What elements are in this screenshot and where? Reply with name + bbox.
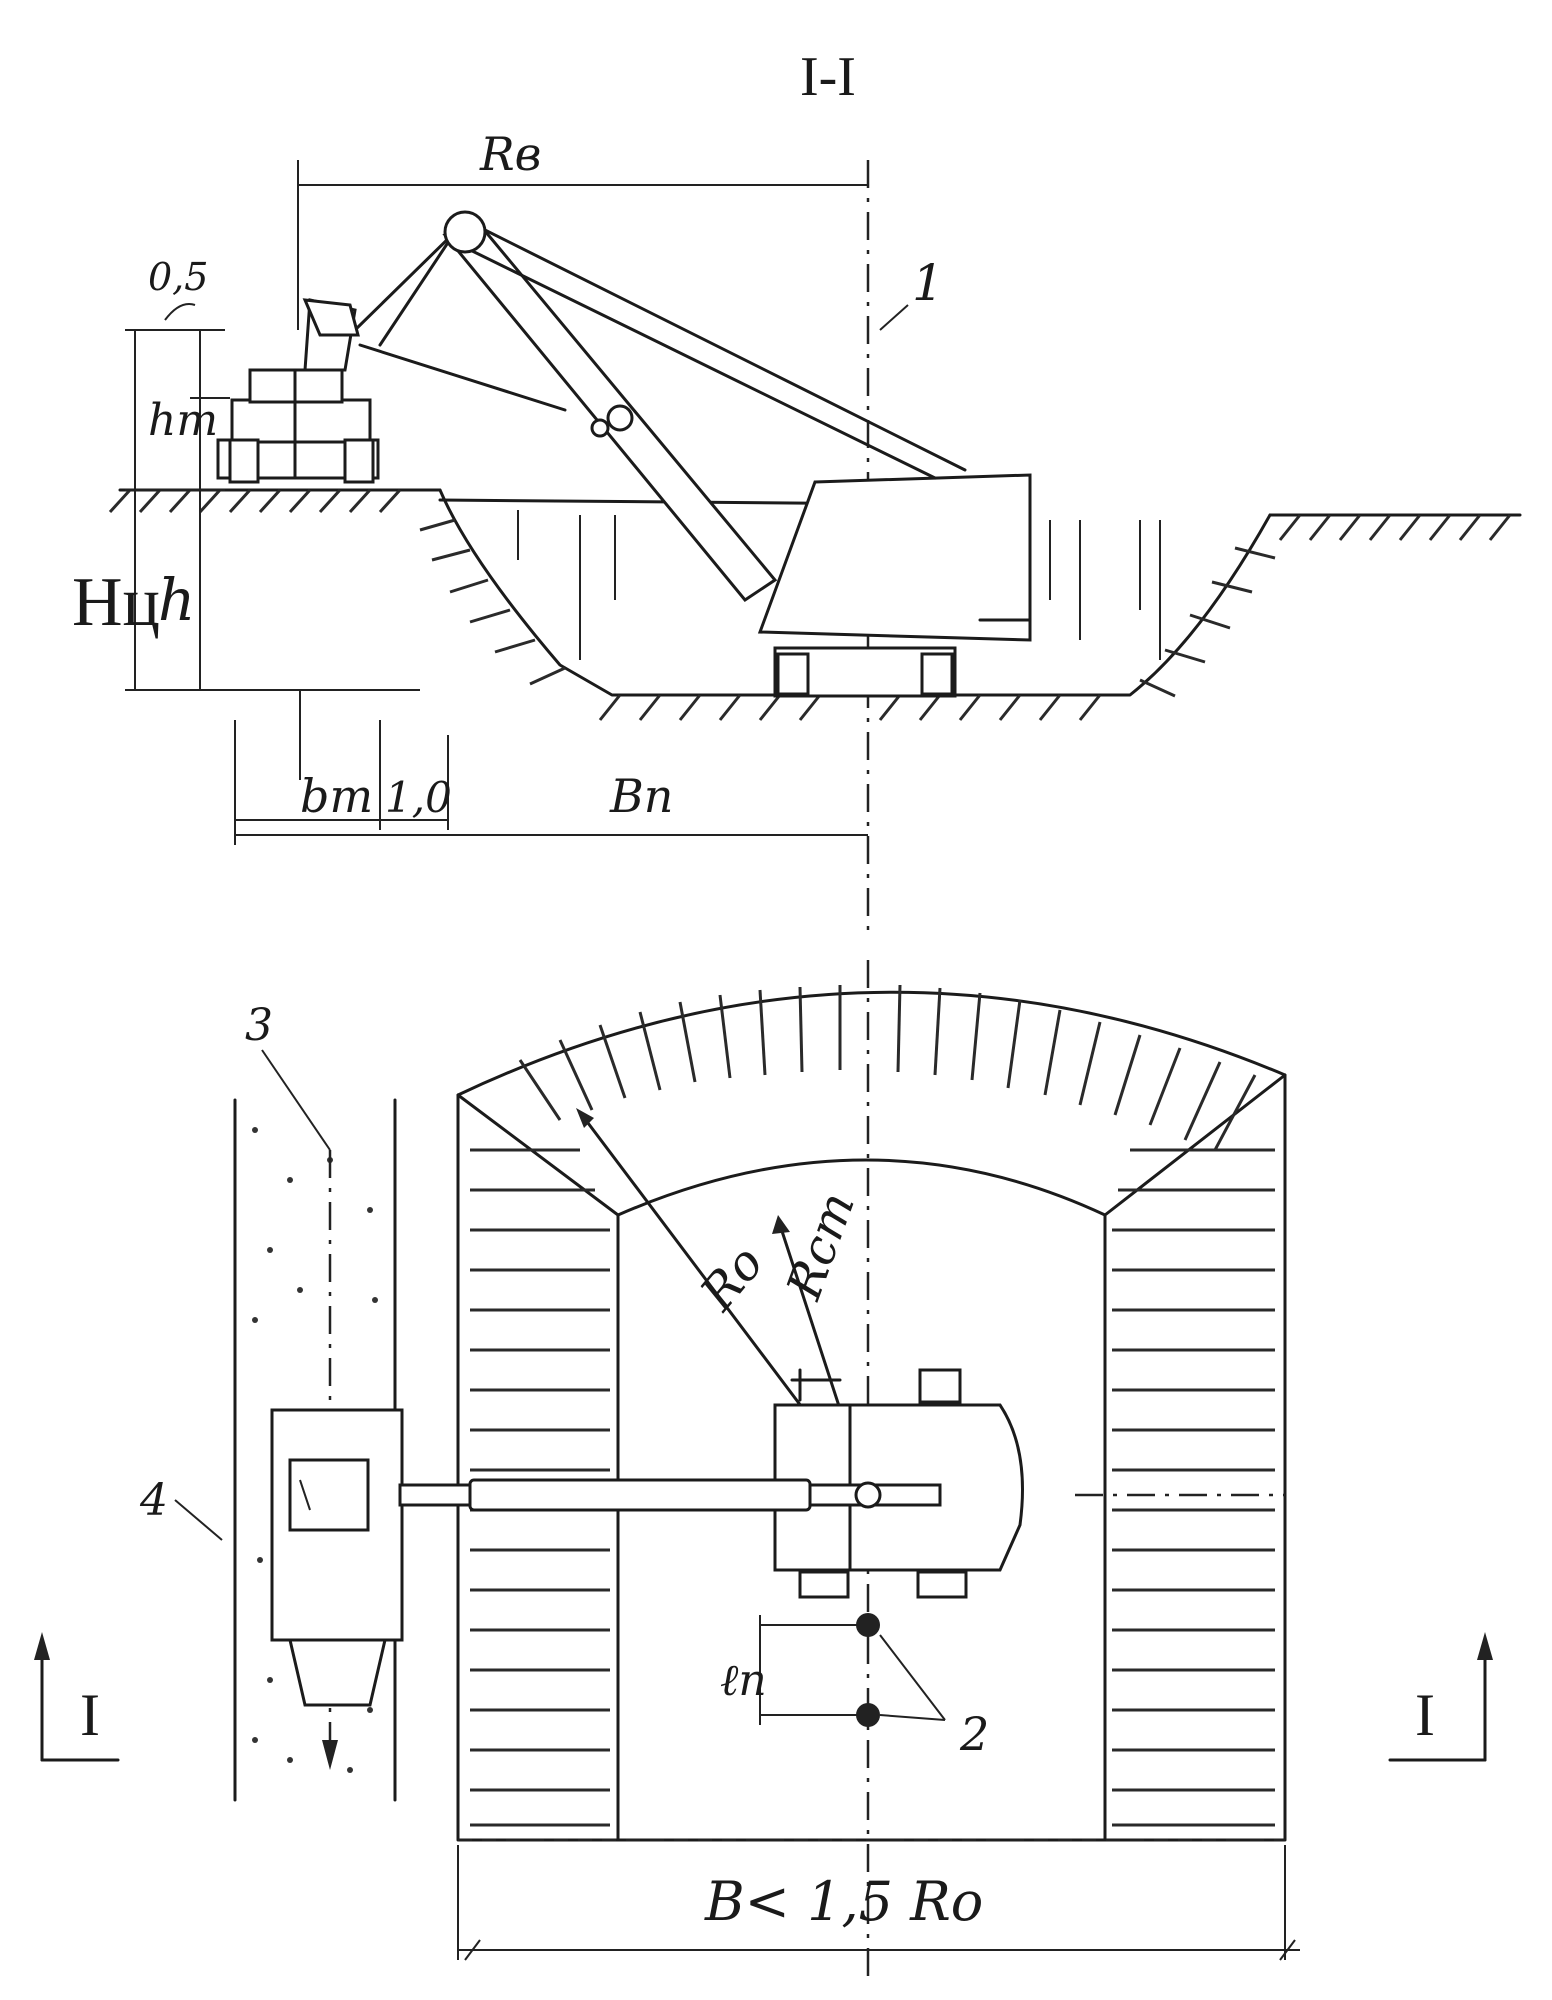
width-dim	[457, 1845, 1300, 1961]
callout-4-leader	[174, 1499, 223, 1541]
section-mark-left-label: I	[80, 1682, 100, 1748]
callout-3-label: 3	[245, 1000, 273, 1051]
left-vertical-dims	[125, 303, 420, 691]
ground-left	[108, 488, 442, 514]
callout-1-leader	[879, 304, 909, 331]
callout-2-label: 2	[959, 1707, 989, 1761]
section-mark-left	[34, 1632, 120, 1762]
callout-1-label: 1	[912, 254, 944, 312]
dim-boom-reach-label: Rв	[479, 127, 541, 181]
callout-4-label: 4	[139, 1475, 168, 1526]
ground-right	[1268, 513, 1522, 541]
dim-clearance-top-label: 0,5	[148, 255, 208, 299]
dim-gap-label: 1,0	[385, 773, 452, 822]
excavator-plan	[398, 1368, 1024, 1599]
section-title: I-I	[800, 46, 856, 108]
section-view: I-I 1 Rв	[72, 46, 1522, 940]
dim-total-depth-label: Hц	[72, 564, 160, 641]
radius-max-label: Ro	[689, 1235, 774, 1322]
width-condition-label: B< 1,5 Ro	[704, 1870, 983, 1933]
dim-cut-depth-label: h	[158, 566, 195, 634]
step-length-label: ℓп	[720, 1655, 767, 1706]
arc-hatch	[518, 984, 1257, 1151]
left-wall-hatch	[470, 1148, 610, 1827]
section-mark-right	[1388, 1632, 1493, 1762]
section-mark-right-label: I	[1415, 1682, 1435, 1748]
dump-truck-plan	[270, 1408, 404, 1707]
dim-truck-height-label: hт	[148, 395, 218, 446]
radius-parking-label: Rст	[776, 1185, 866, 1307]
dim-truck-width-label: bт	[300, 769, 373, 823]
face-outline	[456, 990, 1287, 1842]
excavator-stops	[759, 1613, 946, 1727]
bottom-horizontal-dims	[234, 690, 868, 845]
callout-3-leader	[261, 1049, 331, 1151]
plan-view: 3 4	[34, 960, 1493, 1980]
excavator-section	[302, 210, 1032, 698]
dim-cut-offset-label: Bп	[609, 769, 673, 823]
right-wall-hatch	[1112, 1148, 1275, 1827]
